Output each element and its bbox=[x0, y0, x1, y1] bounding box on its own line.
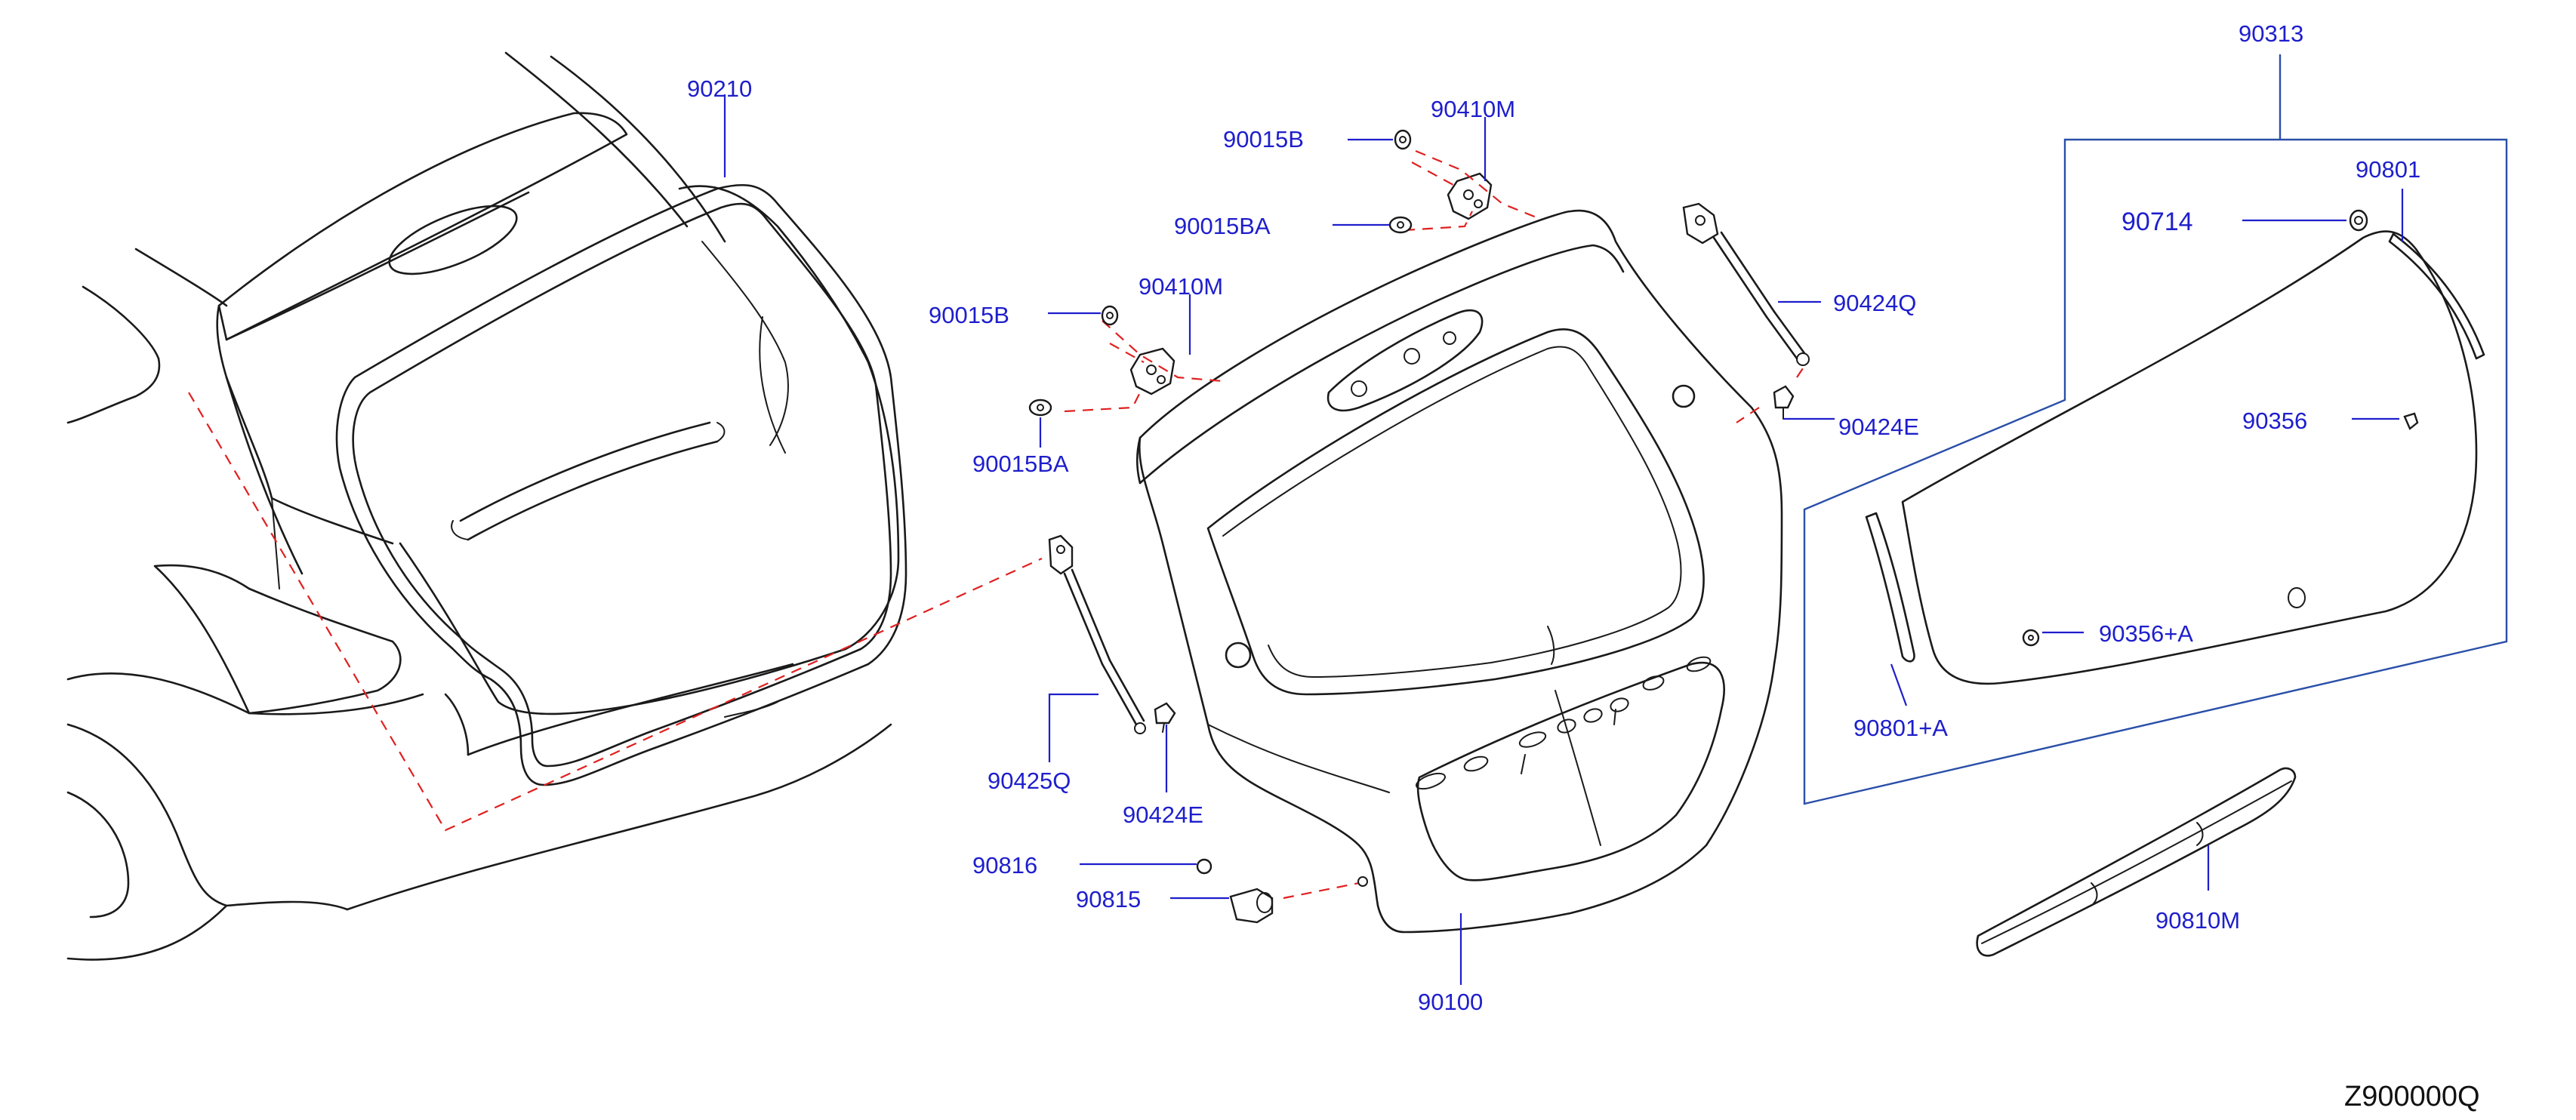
bumper-stop-90815 bbox=[1229, 888, 1274, 924]
cap-90816 bbox=[1196, 858, 1213, 875]
bolt-90015b-mid bbox=[1101, 305, 1119, 326]
label-90424e-right[interactable]: 90424E bbox=[1838, 414, 1919, 440]
label-90015b-mid[interactable]: 90015B bbox=[929, 302, 1009, 328]
fastener-90356 bbox=[2403, 412, 2419, 430]
diagram-code: Z900000Q bbox=[2344, 1081, 2480, 1112]
ball-stud-left bbox=[1154, 702, 1176, 733]
label-90815[interactable]: 90815 bbox=[1076, 886, 1141, 912]
label-90424e-left[interactable]: 90424E bbox=[1123, 802, 1203, 828]
label-90410m-top[interactable]: 90410M bbox=[1431, 96, 1515, 122]
label-90424q[interactable]: 90424Q bbox=[1833, 290, 1916, 316]
hinge-top bbox=[1404, 149, 1541, 232]
gas-strut-left bbox=[1048, 534, 1146, 734]
label-90210[interactable]: 90210 bbox=[687, 75, 752, 102]
label-90356-a[interactable]: 90356+A bbox=[2099, 620, 2193, 647]
label-90816[interactable]: 90816 bbox=[972, 852, 1037, 878]
clip-90714 bbox=[2349, 209, 2368, 232]
label-90015ba-mid[interactable]: 90015BA bbox=[972, 451, 1069, 477]
label-90410m-mid[interactable]: 90410M bbox=[1139, 273, 1223, 300]
glass-molding-right bbox=[2388, 232, 2485, 360]
back-door-panel bbox=[1135, 209, 1783, 934]
label-90714[interactable]: 90714 bbox=[2122, 208, 2193, 236]
vehicle-body-rear bbox=[66, 51, 907, 961]
label-90801[interactable]: 90801 bbox=[2356, 156, 2420, 183]
label-90015b-top[interactable]: 90015B bbox=[1223, 126, 1304, 152]
glass-molding-left bbox=[1865, 512, 1915, 663]
bolt-90015b-top bbox=[1394, 129, 1412, 150]
gas-strut-right bbox=[1682, 202, 1810, 366]
label-90810m[interactable]: 90810M bbox=[2155, 907, 2240, 934]
bolt-90015ba-mid bbox=[1028, 398, 1052, 417]
body-to-door-dashed-line bbox=[188, 392, 1043, 832]
label-90801-a[interactable]: 90801+A bbox=[1853, 715, 1948, 741]
part-labels: 90210 90313 90801 90714 90356 90356+A 90… bbox=[687, 20, 2480, 1112]
callout-box-90313 bbox=[1803, 138, 2508, 805]
bolt-90015ba-top bbox=[1388, 216, 1413, 234]
fastener-90356a bbox=[2022, 629, 2040, 647]
label-90425q[interactable]: 90425Q bbox=[988, 768, 1071, 794]
back-window-glass bbox=[1901, 230, 2478, 685]
label-90356[interactable]: 90356 bbox=[2242, 408, 2307, 434]
label-90100[interactable]: 90100 bbox=[1418, 989, 1483, 1015]
label-90015ba-top[interactable]: 90015BA bbox=[1174, 213, 1271, 239]
leader-lines bbox=[723, 94, 2404, 985]
label-90313[interactable]: 90313 bbox=[2239, 20, 2303, 47]
rear-spoiler-90810m bbox=[1976, 767, 2297, 957]
ball-stud-right bbox=[1736, 365, 1805, 423]
hinge-middle bbox=[1064, 320, 1224, 413]
